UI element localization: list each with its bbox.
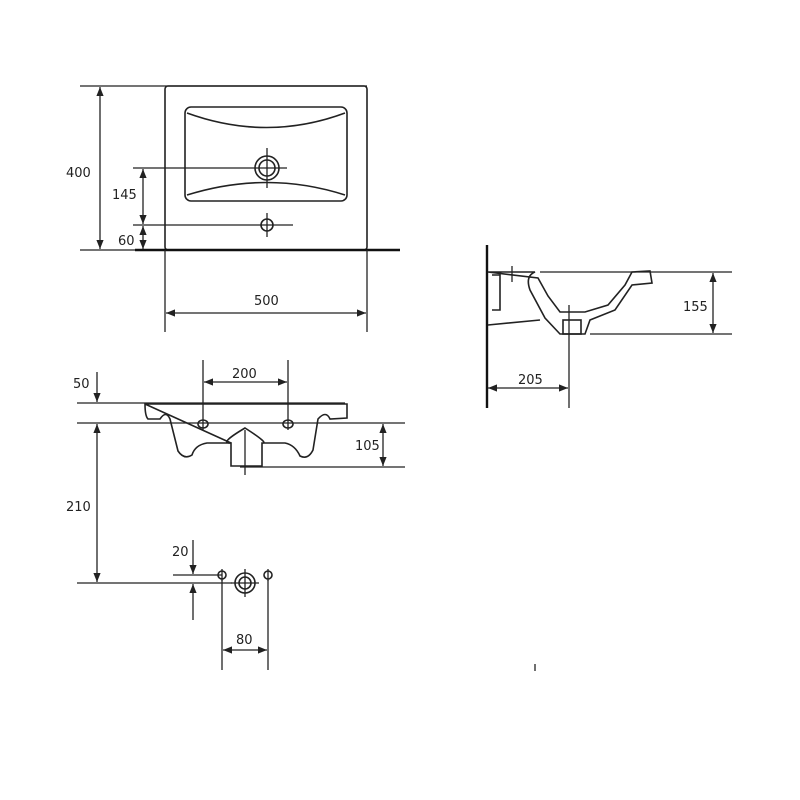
top-view: 400 145 60 500	[66, 85, 400, 332]
drain-outlet-icon	[231, 569, 259, 597]
depth-label: 400	[66, 166, 91, 181]
tap-holes-spacing-label: 200	[232, 367, 257, 382]
wall-hole-right-icon	[263, 569, 273, 581]
bowl-bottom-curve	[186, 181, 346, 196]
bowl-height-label: 155	[683, 300, 708, 315]
drain-offset-label: 145	[112, 188, 137, 203]
width-label: 500	[254, 294, 279, 309]
bowl-depth-label: 105	[355, 439, 380, 454]
bowl-top-curve	[186, 112, 346, 129]
side-view: 155 205	[485, 245, 732, 408]
basin-profile	[144, 402, 348, 467]
wall-hole-left-icon	[217, 569, 227, 581]
front-view: 50 200 105 210 20 80	[66, 360, 405, 670]
drain-height-label: 210	[66, 500, 91, 515]
hole-spacing-label: 80	[236, 633, 253, 648]
tap-offset-label: 60	[118, 234, 135, 249]
hole-offset-label: 20	[172, 545, 189, 560]
bowl-outline	[184, 106, 348, 202]
counter-thickness-label: 50	[73, 377, 90, 392]
drain-distance-label: 205	[518, 373, 543, 388]
